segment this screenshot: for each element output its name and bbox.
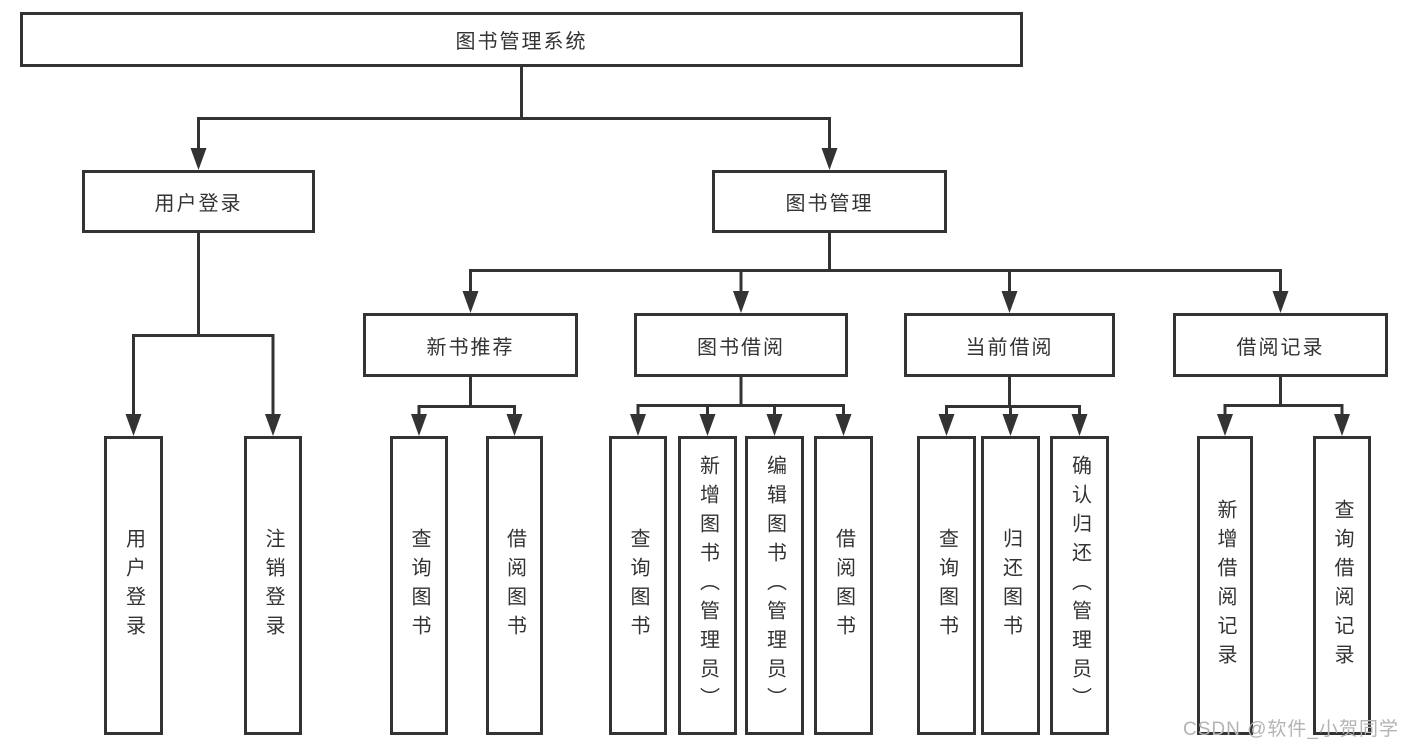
node-label: 编辑图书（管理员） [763,455,786,716]
arrow-down-icon [506,414,523,436]
arrow-down-icon [835,414,852,436]
node-user-login: 用户登录 [82,170,315,233]
arrow-down-icon [1334,414,1350,436]
node-borrow-books-recommend: 借阅图书 [486,436,543,735]
node-return-books: 归还图书 [981,436,1040,735]
arrow-down-icon [1001,291,1018,313]
node-label: 借阅图书 [832,527,855,644]
node-query-books-borrowing: 查询图书 [609,436,667,735]
node-book-borrowing: 图书借阅 [634,313,848,377]
node-label: 当前借阅 [965,336,1054,359]
node-label: 用户登录 [122,527,145,644]
node-label: 新增图书（管理员） [696,455,719,716]
node-label: 用户登录 [154,193,243,215]
node-query-books-recommend: 查询图书 [390,436,448,735]
arrow-down-icon [125,414,142,436]
node-label: 归还图书 [999,527,1022,644]
node-label: 确认归还（管理员） [1068,455,1091,716]
arrow-down-icon [1071,414,1088,436]
arrow-down-icon [190,148,207,170]
node-label: 注销登录 [262,527,284,644]
arrow-down-icon [699,414,716,436]
arrow-down-icon [462,291,479,313]
node-book-management: 图书管理 [712,170,947,233]
node-borrowing-records: 借阅记录 [1173,313,1388,377]
connector-root [190,67,838,170]
connector-new-book-recommendation [411,377,523,436]
node-label: 图书管理系统 [455,31,588,53]
arrow-down-icon [733,291,749,313]
node-user-login-leaf: 用户登录 [104,436,163,735]
node-label: 查询图书 [408,527,430,644]
connector-book-management [462,233,1289,313]
connector-borrowing-records [1217,377,1350,436]
arrow-down-icon [938,414,955,436]
node-new-book-recommendation: 新书推荐 [363,313,578,377]
watermark: CSDN @软件_小贺同学 [1183,719,1399,740]
node-query-borrow-record: 查询借阅记录 [1313,436,1371,735]
arrow-down-icon [766,414,783,436]
node-query-books-current: 查询图书 [917,436,976,735]
node-label: 借阅记录 [1236,336,1325,359]
arrow-down-icon [1272,291,1289,313]
node-add-borrow-record: 新增借阅记录 [1197,436,1253,735]
node-label: 新书推荐 [426,336,515,359]
node-label: 图书借阅 [697,336,785,359]
node-label: 借阅图书 [503,527,526,644]
node-logout: 注销登录 [244,436,302,735]
node-edit-books-admin: 编辑图书（管理员） [745,436,804,735]
node-label: 查询图书 [935,527,958,644]
arrow-down-icon [821,148,838,170]
node-confirm-return-admin: 确认归还（管理员） [1050,436,1109,735]
node-label: 新增借阅记录 [1214,498,1236,673]
arrow-down-icon [265,414,281,436]
arrow-down-icon [1002,414,1019,436]
arrow-down-icon [411,414,427,436]
node-library-system: 图书管理系统 [20,12,1023,67]
arrow-down-icon [1217,414,1233,436]
node-borrow-books-borrowing: 借阅图书 [814,436,873,735]
node-label: 查询借阅记录 [1331,498,1353,673]
node-label: 图书管理 [785,193,874,215]
node-add-books-admin: 新增图书（管理员） [678,436,737,735]
connector-user-login [125,233,281,436]
arrow-down-icon [630,414,646,436]
node-current-borrowing: 当前借阅 [904,313,1115,377]
connector-book-borrowing [630,377,852,436]
connector-current-borrowing [938,377,1088,436]
node-label: 查询图书 [627,527,649,644]
